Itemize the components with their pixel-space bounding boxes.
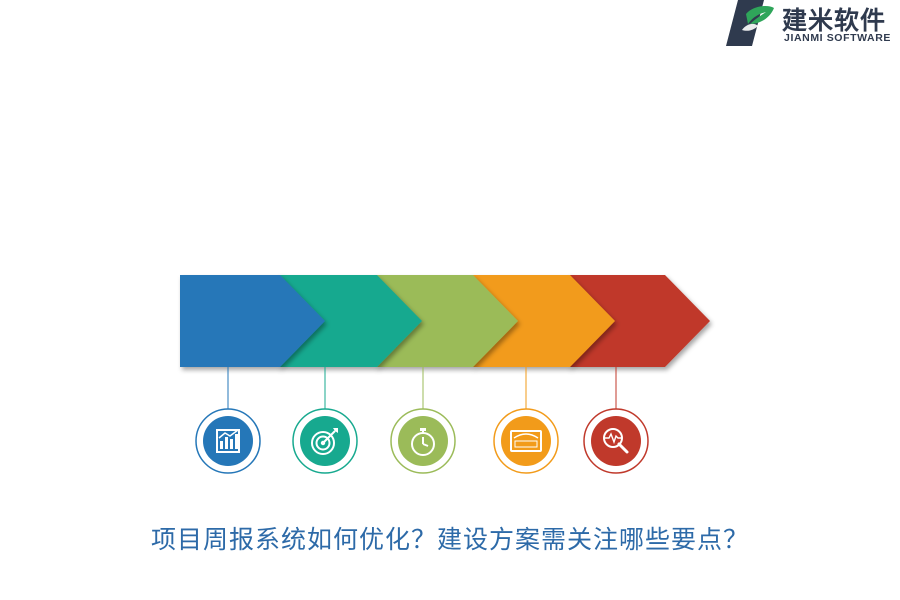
page-title: 项目周报系统如何优化？建设方案需关注哪些要点？	[150, 525, 749, 554]
chevron-step-3	[375, 275, 518, 367]
brand-name-en: JIANMI SOFTWARE	[784, 32, 892, 44]
monitor-icon	[493, 408, 559, 474]
target-icon	[292, 408, 358, 474]
brand-name-cn: 建米软件	[782, 6, 887, 35]
bar-chart-icon	[195, 408, 261, 474]
magnifier-pulse-icon	[583, 408, 649, 474]
stopwatch-icon	[390, 408, 456, 474]
brand-logo: 建米软件 JIANMI SOFTWARE	[724, 0, 900, 48]
chevron-step-4	[472, 275, 615, 367]
logo-mark-icon	[726, 0, 774, 46]
chevron-step-5	[568, 275, 710, 367]
chevron-step-1	[180, 275, 325, 367]
chevron-step-2	[278, 275, 422, 367]
